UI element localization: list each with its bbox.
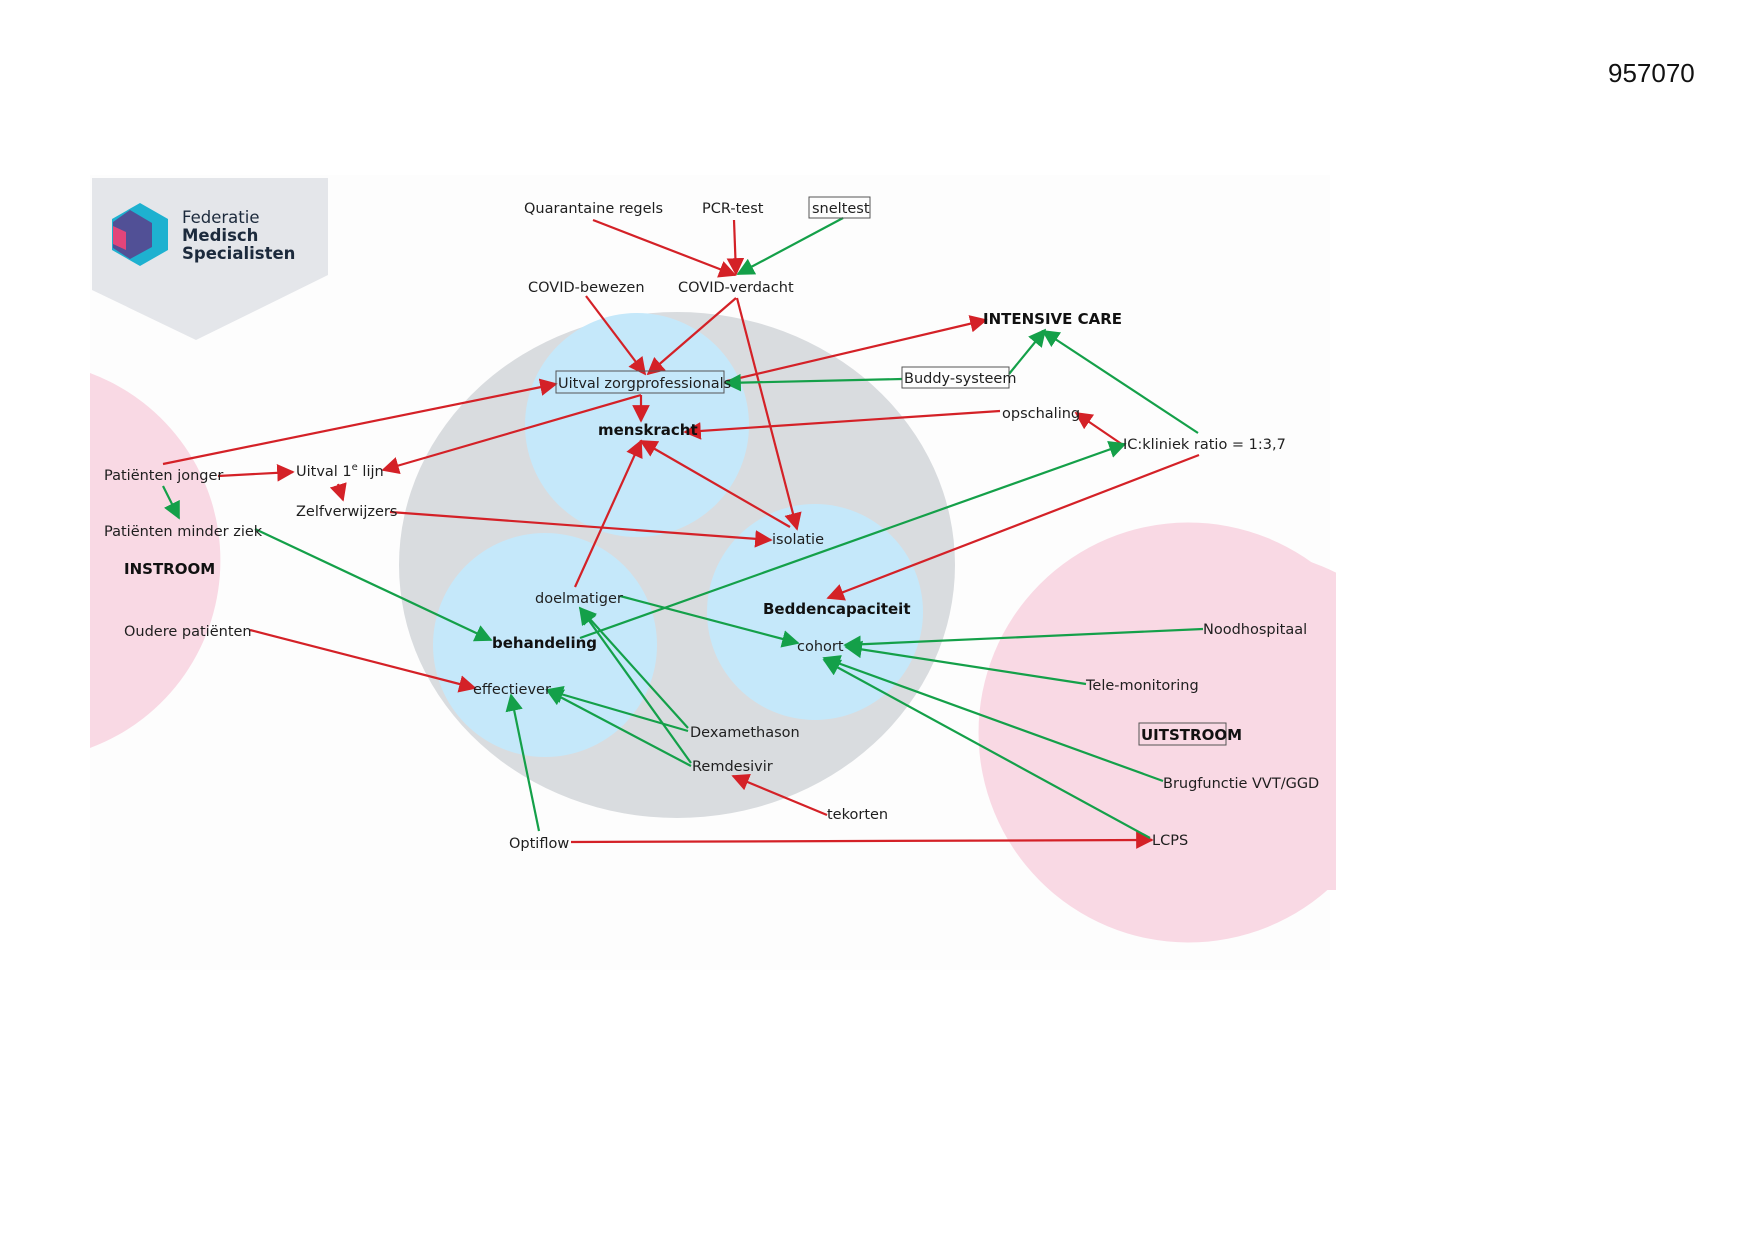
logo-mark-icon [112, 203, 168, 266]
node-uitstroom: UITSTROOM [1141, 726, 1242, 744]
arrow-dexamethason-doelmatiger [578, 606, 689, 729]
node-patienten-minder-ziek: Patiënten minder ziek [104, 524, 263, 540]
arrow-noodhospitaal-cohort [843, 627, 1204, 654]
node-patienten-jonger: Patiënten jonger [104, 468, 223, 484]
node-noodhospitaal: Noodhospitaal [1203, 622, 1307, 638]
arrow-icratio-ic [1041, 330, 1199, 434]
node-effectiever: effectiever [473, 682, 551, 698]
arrow-buddy-uitval [723, 373, 903, 392]
arrow-1elijn-zelfverwijzers [329, 482, 347, 502]
arrow-doelmatiger-menskracht [573, 439, 643, 588]
arrow-brugfunctie-cohort [822, 655, 1164, 783]
arrow-oudere-effectiever [249, 628, 477, 693]
arrow-jonger-uitval [162, 378, 558, 466]
arrow-isolatie-menskracht [639, 440, 791, 528]
node-covid-bewezen: COVID-bewezen [528, 280, 645, 296]
arrow-remdesivir-doelmatiger [578, 606, 692, 764]
arrow-opschaling-menskracht [683, 409, 1001, 440]
node-uitval-zorgprofessionals: Uitval zorgprofessionals [558, 376, 731, 392]
arrow-lcps-cohort [822, 659, 1151, 839]
arrow-sneltest-verdacht [736, 217, 844, 275]
node-tele-monitoring: Tele-monitoring [1085, 678, 1199, 694]
arrow-pcr-verdacht [726, 219, 745, 276]
node-tekorten: tekorten [827, 807, 888, 823]
arrow-buddy-ic [1008, 328, 1047, 375]
node-cohort: cohort [797, 639, 844, 655]
arrow-bewezen-uitval [585, 295, 647, 376]
logo-line-1: Federatie [182, 208, 259, 227]
node-oudere-patienten: Oudere patiënten [124, 624, 252, 640]
beddencapaciteit-circle [707, 504, 923, 720]
logo: Federatie Medisch Specialisten [92, 178, 328, 340]
arrow-behandeling-icratio [579, 441, 1127, 640]
node-ic-kliniek-ratio: IC:kliniek ratio = 1:3,7 [1123, 437, 1286, 453]
node-instroom: INSTROOM [124, 560, 215, 578]
arrow-icratio-beddencapaciteit [826, 453, 1200, 601]
node-behandeling: behandeling [492, 634, 597, 652]
arrow-quarantaine-verdacht [592, 218, 737, 278]
arrow-remdesivir-effectiever [545, 689, 692, 767]
arrow-jonger-1elijn [217, 464, 295, 482]
node-labels: Quarantaine regels PCR-test sneltest COV… [104, 201, 1319, 852]
arrow-tekorten-remdesivir [731, 773, 828, 817]
logo-line-2: Medisch [182, 226, 258, 245]
green-arrows [162, 217, 1204, 839]
arrow-optiflow-lcps [570, 831, 1154, 849]
node-doelmatiger: doelmatiger [535, 591, 623, 607]
uitstroom-box [1138, 722, 1227, 746]
node-beddencapaciteit: Beddencapaciteit [763, 600, 911, 618]
node-optiflow: Optiflow [509, 836, 569, 852]
buddy-box [901, 366, 1010, 389]
node-lcps: LCPS [1152, 833, 1188, 849]
sneltest-box [808, 196, 871, 219]
arrow-zelfverwijzers-isolatie [389, 510, 773, 548]
arrow-jonger-minderziek [162, 485, 180, 520]
arrow-uitval-ic [726, 315, 988, 383]
behandeling-circle [433, 533, 657, 757]
arrow-uitval-1elijn [381, 393, 642, 475]
arrow-verdacht-uitval [646, 297, 737, 376]
node-uitval-1e-lijn: Uitval 1e lijn [296, 462, 384, 480]
logo-line-3: Specialisten [182, 244, 295, 263]
node-dexamethason: Dexamethason [690, 725, 800, 741]
uitstroom-circle [1025, 550, 1336, 890]
arrow-verdacht-isolatie [735, 297, 802, 531]
node-zelfverwijzers: Zelfverwijzers [296, 504, 397, 520]
node-covid-verdacht: COVID-verdacht [678, 280, 794, 296]
node-menskracht: menskracht [598, 421, 698, 439]
node-brugfunctie: Brugfunctie VVT/GGD [1163, 776, 1319, 792]
arrow-telemonitoring-cohort [844, 640, 1087, 686]
node-sneltest: sneltest [812, 201, 870, 217]
arrow-minderziek-behandeling [254, 528, 493, 642]
red-arrows [162, 218, 1200, 849]
node-isolatie: isolatie [772, 532, 824, 548]
arrow-icratio-opschaling [1074, 412, 1124, 446]
node-pcr-test: PCR-test [702, 201, 764, 217]
node-buddy-systeem: Buddy-systeem [904, 371, 1016, 387]
instroom-region [90, 373, 221, 748]
node-remdesivir: Remdesivir [692, 759, 773, 775]
arrow-doelmatiger-cohort [619, 594, 800, 648]
arrow-optiflow-effectiever [505, 693, 541, 832]
node-intensive-care: INTENSIVE CARE [983, 310, 1122, 328]
node-quarantaine-regels: Quarantaine regels [524, 201, 663, 217]
document-id: 957070 [1608, 58, 1695, 88]
uitval-box [555, 370, 725, 394]
node-opschaling: opschaling [1002, 406, 1080, 422]
menskracht-circle [525, 313, 749, 537]
